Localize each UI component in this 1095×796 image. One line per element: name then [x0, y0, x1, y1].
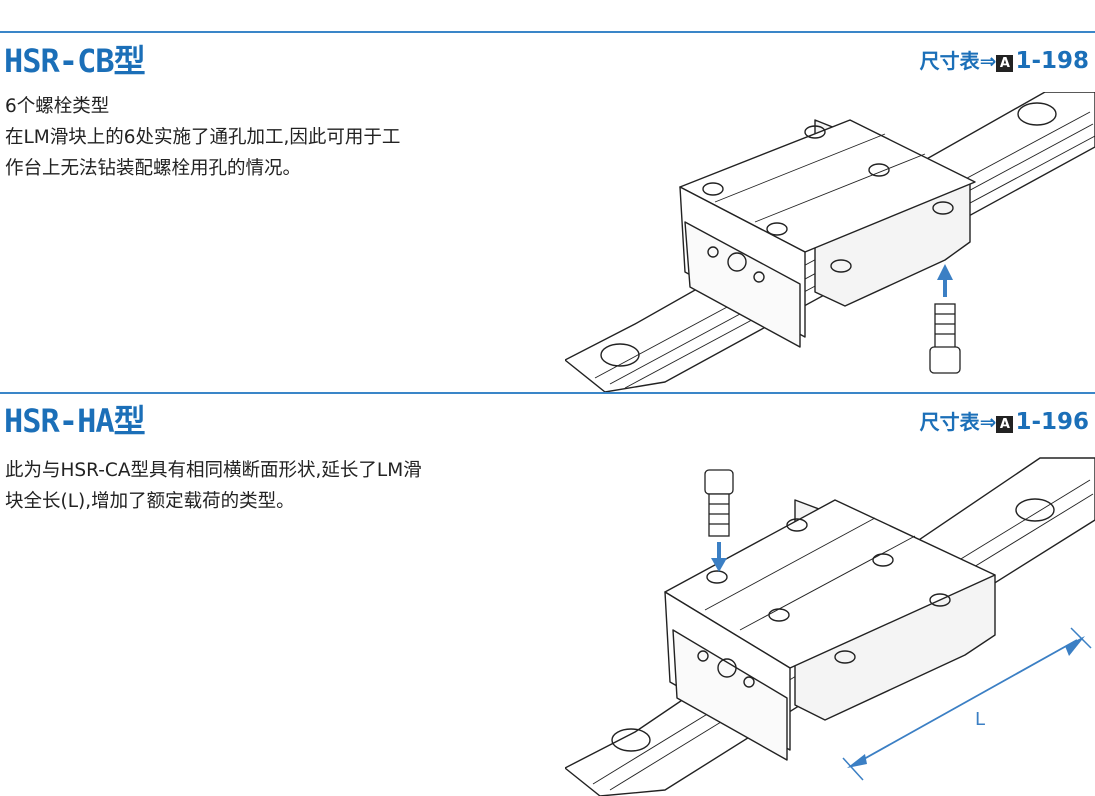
mounting-hole [766, 222, 788, 236]
ref-page: 1-198 [1015, 48, 1089, 74]
section-description: 6个螺栓类型 在LM滑块上的6处实施了通孔加工,因此可用于工 作台上无法钻装配螺… [5, 91, 530, 184]
bolt [929, 303, 961, 374]
section-divider [0, 392, 1095, 394]
end-seal [684, 221, 801, 348]
length-dimension-arrow [842, 627, 1092, 781]
rail-mounting-hole [611, 728, 651, 752]
length-label: L [975, 709, 985, 730]
tapped-hole [929, 593, 951, 607]
rail-mounting-hole [1017, 102, 1057, 126]
mounting-hole [804, 125, 826, 139]
bolt [704, 469, 734, 537]
rail-mounting-hole [600, 343, 640, 367]
description-line: 此为与HSR-CA型具有相同横断面形状,延长了LM滑 [5, 460, 422, 481]
grease-nipple [717, 658, 737, 678]
rail-mounting-hole [1015, 498, 1055, 522]
section-title: HSR-HA型 [4, 402, 146, 440]
arrow-up-icon [937, 264, 953, 297]
hsr-cb-illustration [565, 92, 1095, 392]
mounting-hole [830, 259, 852, 273]
section-description: 此为与HSR-CA型具有相同横断面形状,延长了LM滑 块全长(L),增加了额定载… [5, 455, 530, 517]
description-line: 在LM滑块上的6处实施了通孔加工,因此可用于工 [5, 127, 401, 148]
ref-label: 尺寸表⇒ [919, 49, 997, 73]
tapped-hole [768, 608, 790, 622]
description-line: 6个螺栓类型 [5, 96, 110, 117]
mounting-hole [932, 201, 954, 215]
section-divider [0, 31, 1095, 33]
ref-badge: A [996, 55, 1014, 72]
end-seal [672, 629, 788, 761]
mounting-hole [868, 163, 890, 177]
tapped-hole [834, 650, 856, 664]
description-line: 作台上无法钻装配螺栓用孔的情况。 [5, 158, 302, 179]
hsr-ha-illustration: L [565, 457, 1095, 796]
ref-page: 1-196 [1015, 409, 1089, 435]
mounting-hole [702, 182, 724, 196]
description-line: 块全长(L),增加了额定载荷的类型。 [5, 491, 295, 512]
arrow-down-icon [711, 542, 727, 572]
section-title: HSR-CB型 [4, 42, 146, 80]
grease-nipple [727, 252, 747, 272]
ref-badge: A [996, 416, 1014, 433]
ref-label: 尺寸表⇒ [919, 410, 997, 434]
tapped-hole [786, 518, 808, 532]
tapped-hole [872, 553, 894, 567]
tapped-hole [706, 570, 728, 584]
